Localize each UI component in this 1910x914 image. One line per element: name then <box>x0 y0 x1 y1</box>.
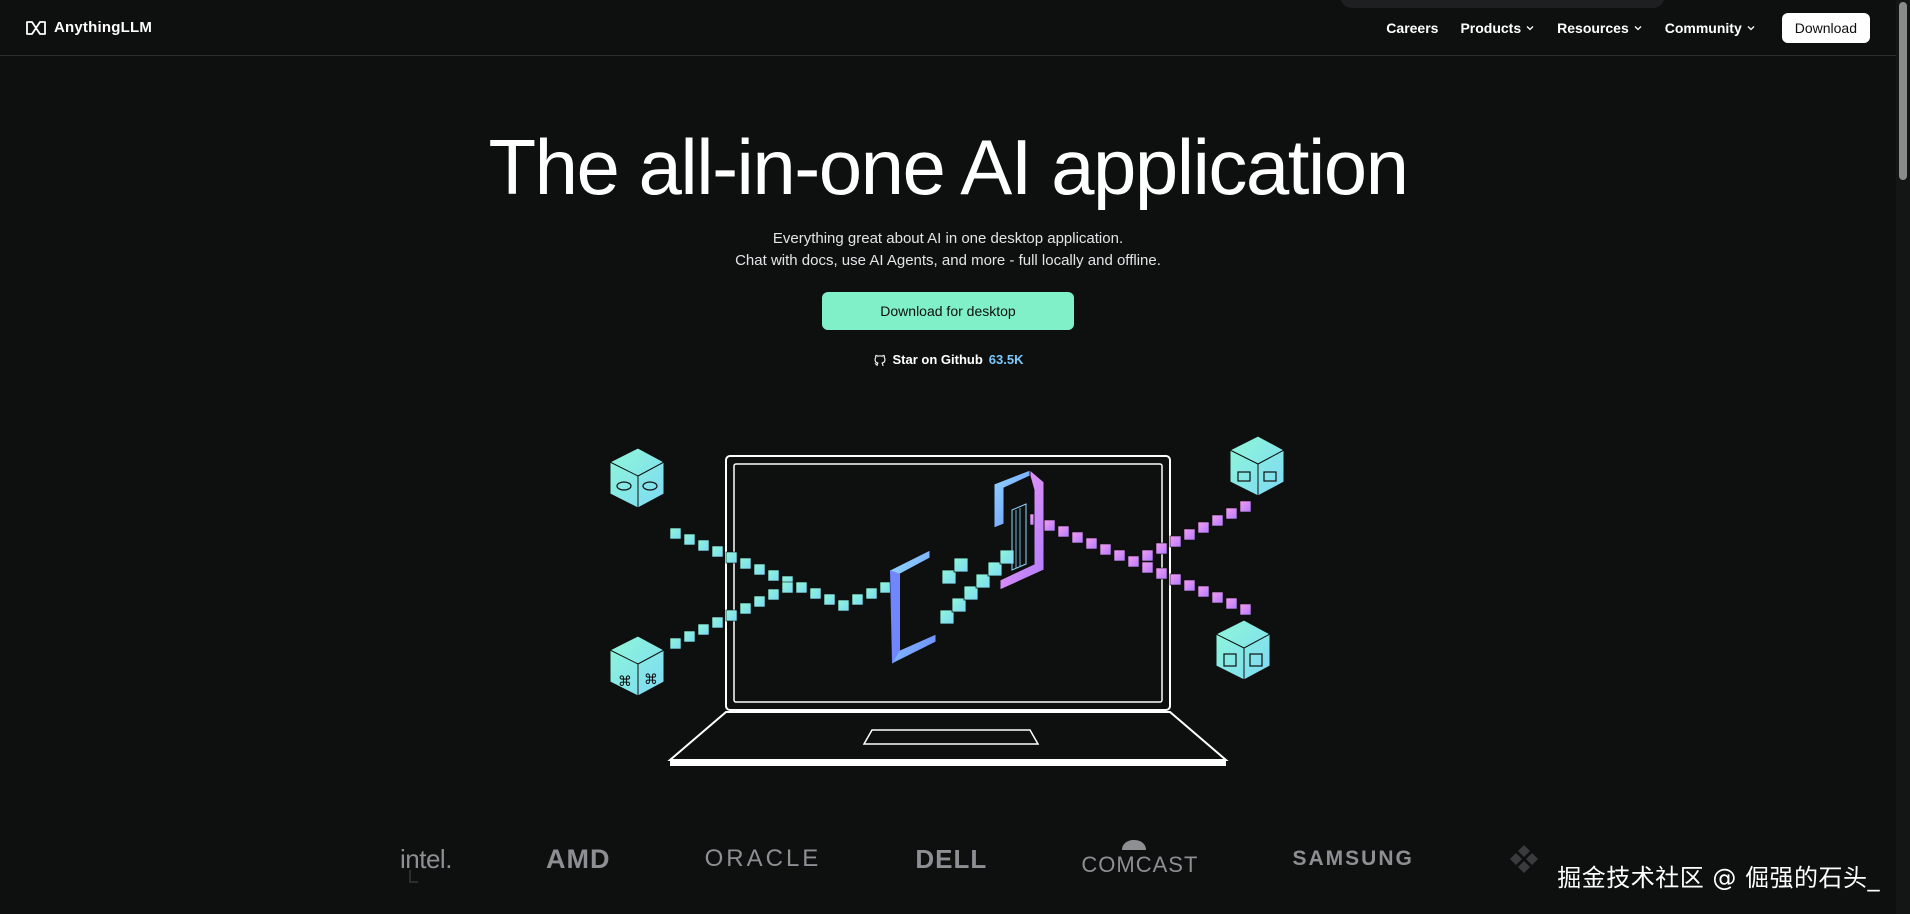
comcast-logo: COMCAST <box>1081 840 1198 878</box>
github-star-label: Star on Github <box>892 352 983 367</box>
nav-careers-label: Careers <box>1386 19 1439 36</box>
customer-logos: intel. AMD ORACLE DELL COMCAST SAMSUNG <box>400 836 1540 882</box>
nav-resources-label: Resources <box>1557 19 1629 36</box>
laptop-screen-inner <box>733 463 1163 703</box>
nav-products[interactable]: Products <box>1460 20 1535 36</box>
amd-logo: AMD <box>546 843 611 874</box>
svg-text:⌘: ⌘ <box>618 673 632 689</box>
partial-logo-left-icon <box>409 870 418 883</box>
nav-careers[interactable]: Careers <box>1386 20 1438 36</box>
samsung-logo: SAMSUNG <box>1292 847 1414 870</box>
chevron-down-icon <box>1634 25 1642 30</box>
main-nav: Careers Products Resources Community Dow… <box>1386 12 1870 43</box>
connector-rails <box>669 500 1252 650</box>
laptop-trackpad <box>862 729 1040 745</box>
page-scrollbar[interactable] <box>1896 0 1910 914</box>
hero-subtitle-line-1: Everything great about AI in one desktop… <box>772 230 1124 247</box>
hero-subtitle-line-2: Chat with docs, use AI Agents, and more … <box>735 252 1161 269</box>
nav-community[interactable]: Community <box>1665 20 1756 36</box>
anythingllm-logo-icon <box>26 20 46 35</box>
comcast-logo-text: COMCAST <box>1081 852 1199 877</box>
oracle-logo: ORACLE <box>704 845 822 872</box>
folder-cube-icon <box>1229 435 1285 497</box>
comcast-peacock-icon <box>1122 840 1147 850</box>
laptop-base-edge <box>670 760 1226 766</box>
brand-name: AnythingLLM <box>54 19 153 36</box>
download-button[interactable]: Download <box>1781 12 1870 43</box>
dell-logo: DELL <box>915 843 988 874</box>
hero-illustration: ⌘ ⌘ <box>609 435 1285 766</box>
anythingllm-3d-logo <box>889 468 1045 665</box>
nav-products-label: Products <box>1460 19 1522 36</box>
chevron-down-icon <box>1526 25 1534 30</box>
nav-resources[interactable]: Resources <box>1557 20 1643 36</box>
notion-cube-icon <box>1215 619 1271 681</box>
svg-text:⌘: ⌘ <box>644 671 658 687</box>
browser-tab-overlay <box>1340 0 1665 8</box>
hero-subtitle: Everything great about AI in one desktop… <box>0 228 1896 272</box>
scrollbar-thumb[interactable] <box>1899 2 1907 180</box>
hero-title: The all-in-one AI application <box>488 123 1409 211</box>
brand-logo[interactable]: AnythingLLM <box>26 19 152 36</box>
github-star-link[interactable]: Star on Github 63.5K <box>0 352 1896 367</box>
partial-logo-icon <box>1509 845 1538 873</box>
chevron-down-icon <box>1747 25 1755 30</box>
top-navbar: AnythingLLM Careers Products Resources C… <box>0 0 1896 56</box>
database-cube-icon <box>609 447 665 509</box>
download-for-desktop-button[interactable]: Download for desktop <box>822 292 1074 330</box>
github-star-count: 63.5K <box>988 352 1024 367</box>
command-cube-icon: ⌘ ⌘ <box>609 635 665 697</box>
watermark: 掘金技术社区 @ 倔强的石头_ <box>1557 864 1880 892</box>
laptop-base <box>667 711 1229 761</box>
intel-logo: intel. <box>400 843 452 874</box>
nav-community-label: Community <box>1664 19 1742 36</box>
github-icon <box>873 354 886 366</box>
